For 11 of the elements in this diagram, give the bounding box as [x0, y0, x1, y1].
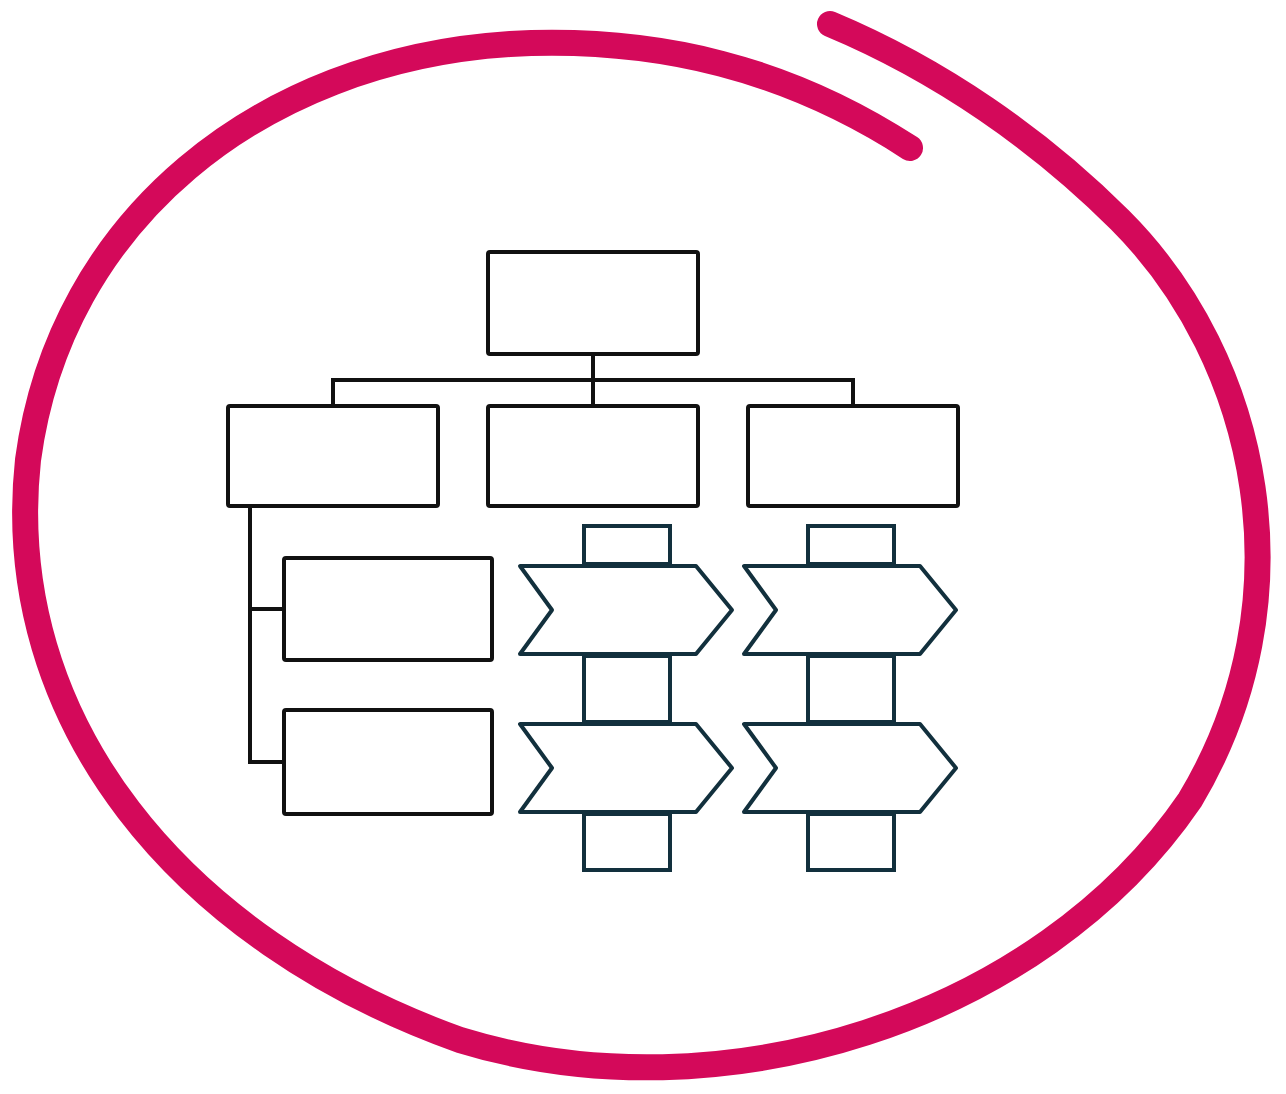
org-box: [746, 404, 960, 508]
org-box: [226, 404, 440, 508]
org-box: [486, 404, 700, 508]
chevron-sign: [742, 722, 958, 814]
chevron-sign: [742, 564, 958, 656]
org-box: [282, 556, 494, 662]
chevron-sign: [518, 722, 734, 814]
connector-line: [591, 356, 855, 404]
chevron-sign: [518, 564, 734, 656]
org-box: [282, 708, 494, 816]
org-box: [486, 250, 700, 356]
